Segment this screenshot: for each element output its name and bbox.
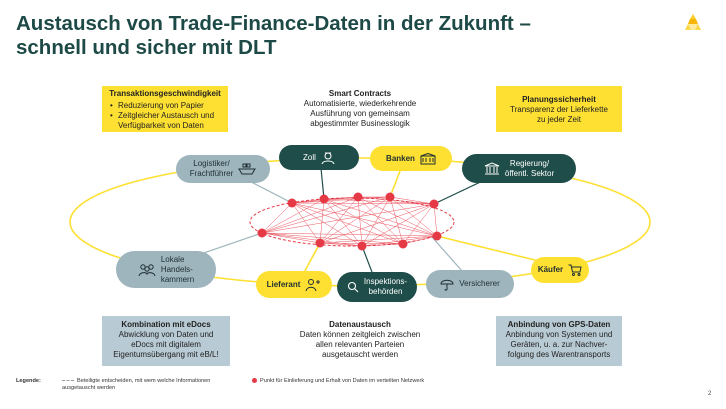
hub-node <box>257 228 267 238</box>
edocs-box-line: Abwicklung von Daten und <box>118 330 214 339</box>
hub-node <box>398 239 408 249</box>
page-title: Austausch von Trade-Finance-Daten in der… <box>16 12 656 60</box>
smart-contracts-box: Smart Contracts Automatisierte, wiederke… <box>280 89 440 133</box>
planning-box-line: Transparenz der Lieferkette <box>510 105 608 114</box>
hub-node <box>315 238 325 248</box>
participant-customs: Zoll <box>279 145 359 170</box>
smart-contracts-heading: Smart Contracts <box>328 89 392 98</box>
legend-title: Legende: <box>16 378 41 384</box>
participant-government: Regierung/ öffentl. Sektor <box>462 154 576 183</box>
gps-box-line: Anbindung von Systemen und <box>505 330 613 339</box>
edocs-box: Kombination mit eDocs Abwicklung von Dat… <box>102 316 230 366</box>
edocs-box-heading: Kombination mit eDocs <box>121 320 211 329</box>
umbrella-icon <box>440 277 454 291</box>
gps-box-heading: Anbindung von GPS-Daten <box>507 320 611 329</box>
shopping-cart-icon <box>568 264 582 276</box>
supplier-person-icon <box>305 278 321 292</box>
smart-contracts-line: Automatisierte, wiederkehrende <box>303 99 417 108</box>
hub-node <box>357 241 367 251</box>
gps-box-line: folgung des Warentransports <box>507 350 611 359</box>
participant-logistics-line: Logistiker/ <box>193 159 230 168</box>
participant-insurer-label: Versicherer <box>459 279 500 288</box>
participant-buyer-label: Käufer <box>537 265 564 274</box>
participant-supplier: Lieferant <box>256 271 332 298</box>
participant-inspection-line: Inspektions- <box>363 277 408 286</box>
participant-chambers-line: kammern <box>160 274 195 284</box>
participant-chambers: Lokale Handels- kammern <box>116 251 216 288</box>
speed-box-heading: Transaktionsgeschwindigkeit <box>109 89 221 98</box>
dashed-line-icon <box>62 380 74 382</box>
participant-logistics-line: Frachtführer <box>189 169 234 178</box>
participant-insurer: Versicherer <box>426 270 514 298</box>
speed-box: Transaktionsgeschwindigkeit Reduzierung … <box>102 86 228 132</box>
hub-node <box>287 198 297 208</box>
gps-box: Anbindung von GPS-Daten Anbindung von Sy… <box>496 316 622 366</box>
edocs-box-line: Eigentumsübergang mit eB/L! <box>113 350 219 359</box>
title-line-1: Austausch von Trade-Finance-Daten in der… <box>16 12 531 35</box>
customs-officer-icon <box>321 151 335 165</box>
speed-box-bullet: Zeitgleicher Austausch und Verfügbarkeit… <box>108 111 222 131</box>
smart-contracts-line: abgestimmter Businesslogik <box>310 119 410 128</box>
ship-icon <box>238 162 257 176</box>
hub-node <box>432 231 442 241</box>
participant-banks-label: Banken <box>386 153 415 163</box>
people-group-icon <box>138 263 156 277</box>
data-exchange-box: Datenaustausch Daten können zeitgleich z… <box>280 320 440 364</box>
planning-box-heading: Planungssicherheit <box>522 95 596 104</box>
participant-logistics: Logistiker/ Frachtführer <box>176 155 270 183</box>
hub-mesh <box>261 196 438 247</box>
bank-building-icon <box>420 152 436 165</box>
red-dot-icon <box>252 378 257 384</box>
hub-nodes <box>257 192 442 251</box>
planning-box: Planungssicherheit Transparenz der Liefe… <box>496 86 622 132</box>
participant-inspection: Inspektions- behörden <box>337 272 417 302</box>
legend-line-entry: Beteiligte entscheiden, mit wem welche I… <box>62 378 232 392</box>
data-exchange-heading: Datenaustausch <box>329 320 391 329</box>
data-exchange-line: Daten können zeitgleich zwischen <box>299 330 421 339</box>
legend-dot-text: Punkt für Einlieferung und Erhalt von Da… <box>260 378 425 384</box>
participant-banks: Banken <box>370 146 452 171</box>
participant-chambers-line: Handels- <box>160 264 193 274</box>
participant-government-line: Regierung/ <box>509 158 550 168</box>
legend-dot-entry: Punkt für Einlieferung und Erhalt von Da… <box>252 378 512 385</box>
magnifier-icon <box>347 281 359 293</box>
data-exchange-line: allen relevanten Parteien <box>315 340 405 349</box>
gps-box-line: Geräten, u. a. zur Nachver- <box>510 340 608 349</box>
ribbon-logo-icon <box>685 14 701 30</box>
smart-contracts-line: Ausführung von gemeinsam <box>310 109 410 118</box>
participant-chambers-line: Lokale <box>160 254 185 264</box>
hub-node <box>385 192 395 202</box>
title-line-2: schnell und sicher mit DLT <box>16 36 277 59</box>
edocs-box-line: eDocs mit digitalem <box>131 340 201 349</box>
legend-line-text: Beteiligte entscheiden, mit wem welche I… <box>62 378 211 391</box>
participant-customs-label: Zoll <box>303 152 316 162</box>
hub-node <box>319 194 329 204</box>
participant-inspection-line: behörden <box>368 287 403 296</box>
speed-box-bullet: Reduzierung von Papier <box>108 101 222 111</box>
data-exchange-line: ausgetauscht werden <box>321 350 399 359</box>
participant-supplier-label: Lieferant <box>266 279 301 289</box>
participant-government-line: öffentl. Sektor <box>504 168 555 178</box>
page-number: 2 <box>708 391 712 397</box>
participant-buyer: Käufer <box>531 257 589 283</box>
planning-box-line: zu jeder Zeit <box>536 115 582 124</box>
hub-node <box>353 192 363 202</box>
speed-box-bullets: Reduzierung von Papier Zeitgleicher Aust… <box>108 101 222 131</box>
government-building-icon <box>484 161 500 176</box>
hub-node <box>429 199 439 209</box>
